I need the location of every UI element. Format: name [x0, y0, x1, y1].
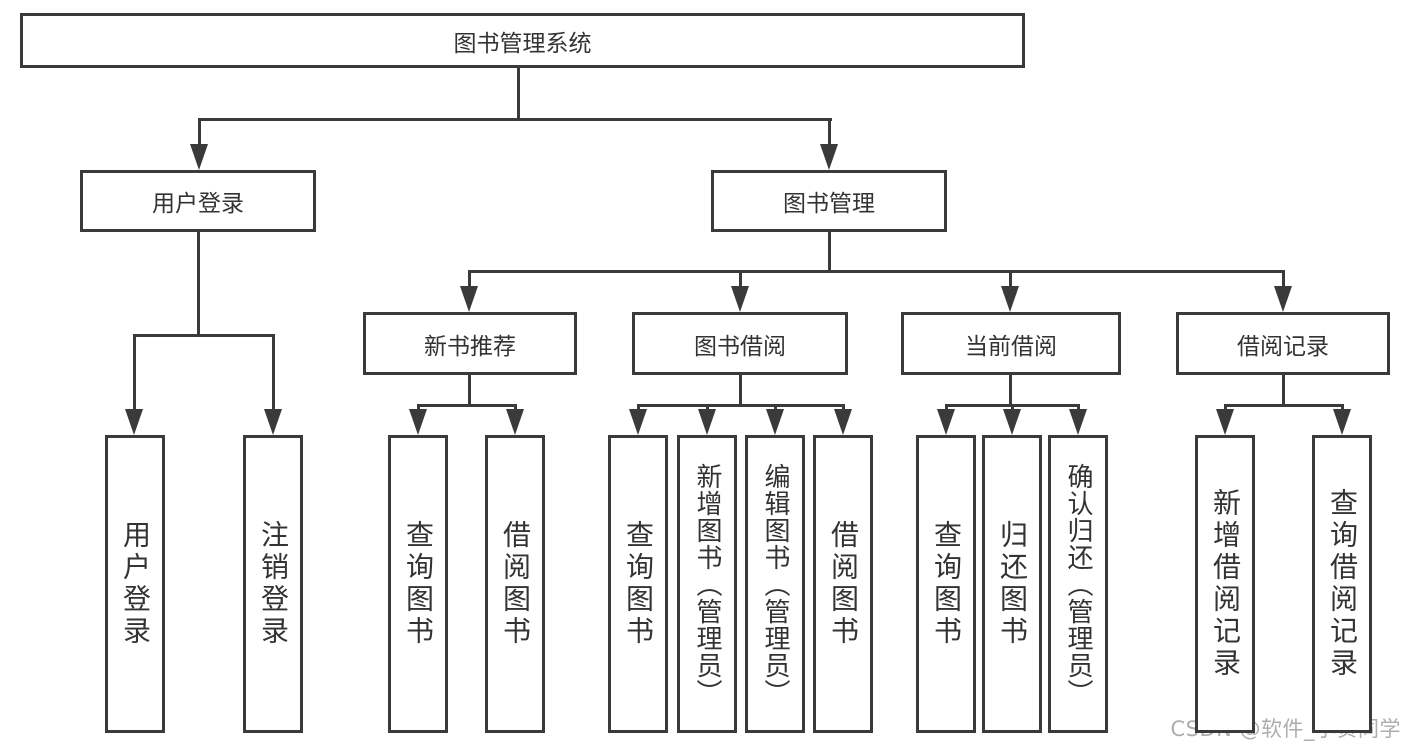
arrowhead-down-icon [1003, 409, 1021, 435]
arrowhead-down-icon [1333, 409, 1351, 435]
arrowhead-down-icon [460, 286, 478, 312]
arrowhead-down-icon [820, 144, 838, 170]
arrowhead-down-icon [1274, 286, 1292, 312]
arrowhead-down-icon [698, 409, 716, 435]
connector-line [197, 232, 200, 337]
arrowhead-down-icon [937, 409, 955, 435]
node-current-borrow: 当前借阅 [901, 312, 1121, 375]
node-leaf-borrow-book-2: 借阅图书 [813, 435, 873, 733]
node-label: 查询借阅记录 [1326, 488, 1359, 680]
node-leaf-query-book-2: 查询图书 [608, 435, 668, 733]
node-label: 新增借阅记录 [1209, 488, 1242, 680]
node-label: 当前借阅 [965, 333, 1057, 360]
node-label: 查询图书 [930, 520, 963, 648]
node-book-mgmt: 图书管理 [711, 170, 947, 232]
node-leaf-logout: 注销登录 [243, 435, 303, 733]
node-leaf-query-record: 查询借阅记录 [1312, 435, 1372, 733]
node-user-login: 用户登录 [80, 170, 316, 232]
node-new-book-rec: 新书推荐 [363, 312, 577, 375]
arrowhead-down-icon [629, 409, 647, 435]
node-leaf-return-book: 归还图书 [982, 435, 1042, 733]
arrowhead-down-icon [409, 409, 427, 435]
node-label: 图书管理 [783, 191, 875, 217]
node-label: 借阅记录 [1237, 333, 1329, 360]
connector-line [739, 270, 742, 292]
connector-line [517, 68, 520, 120]
arrowhead-down-icon [766, 409, 784, 435]
arrowhead-down-icon [506, 409, 524, 435]
node-root: 图书管理系统 [20, 13, 1025, 68]
node-book-borrow: 图书借阅 [632, 312, 848, 375]
connector-line [468, 270, 471, 292]
node-label: 图书管理系统 [453, 30, 592, 57]
node-label: 新增图书（管理员） [692, 462, 722, 706]
connector-line [198, 118, 201, 148]
node-leaf-confirm-return: 确认归还（管理员） [1048, 435, 1108, 733]
arrowhead-down-icon [1001, 286, 1019, 312]
connector-line [1282, 270, 1285, 292]
arrowhead-down-icon [125, 409, 143, 435]
node-label: 用户登录 [152, 191, 244, 217]
node-label: 编辑图书（管理员） [760, 462, 790, 706]
connector-line [1009, 375, 1012, 407]
node-leaf-edit-book: 编辑图书（管理员） [745, 435, 805, 733]
node-label: 借阅图书 [499, 520, 532, 648]
node-label: 新书推荐 [424, 333, 516, 360]
node-borrow-record: 借阅记录 [1176, 312, 1390, 375]
node-label: 借阅图书 [827, 520, 860, 648]
connector-line [272, 334, 275, 412]
node-label: 确认归还（管理员） [1063, 462, 1093, 706]
arrowhead-down-icon [731, 286, 749, 312]
arrowhead-down-icon [190, 144, 208, 170]
connector-line [739, 375, 742, 407]
connector-line [1009, 270, 1012, 292]
connector-line [828, 232, 831, 272]
connector-line [468, 270, 1285, 273]
connector-line [1282, 375, 1285, 407]
arrowhead-down-icon [1069, 409, 1087, 435]
connector-line [1224, 404, 1344, 407]
arrowhead-down-icon [834, 409, 852, 435]
arrowhead-down-icon [1216, 409, 1234, 435]
connector-line [468, 375, 471, 407]
node-label: 注销登录 [257, 520, 290, 648]
node-label: 图书借阅 [694, 333, 786, 360]
connector-line [417, 404, 517, 407]
connector-line [133, 334, 136, 412]
node-label: 查询图书 [402, 520, 435, 648]
node-label: 用户登录 [119, 520, 152, 648]
node-leaf-query-book-3: 查询图书 [916, 435, 976, 733]
connector-line [133, 334, 275, 337]
connector-line [198, 118, 832, 121]
connector-line [637, 404, 845, 407]
node-label: 归还图书 [996, 520, 1029, 648]
node-leaf-query-book-1: 查询图书 [388, 435, 448, 733]
node-leaf-user-login: 用户登录 [105, 435, 165, 733]
node-leaf-add-book: 新增图书（管理员） [677, 435, 737, 733]
node-label: 查询图书 [622, 520, 655, 648]
node-leaf-borrow-book-1: 借阅图书 [485, 435, 545, 733]
connector-line [828, 118, 831, 148]
arrowhead-down-icon [264, 409, 282, 435]
node-leaf-add-record: 新增借阅记录 [1195, 435, 1255, 733]
